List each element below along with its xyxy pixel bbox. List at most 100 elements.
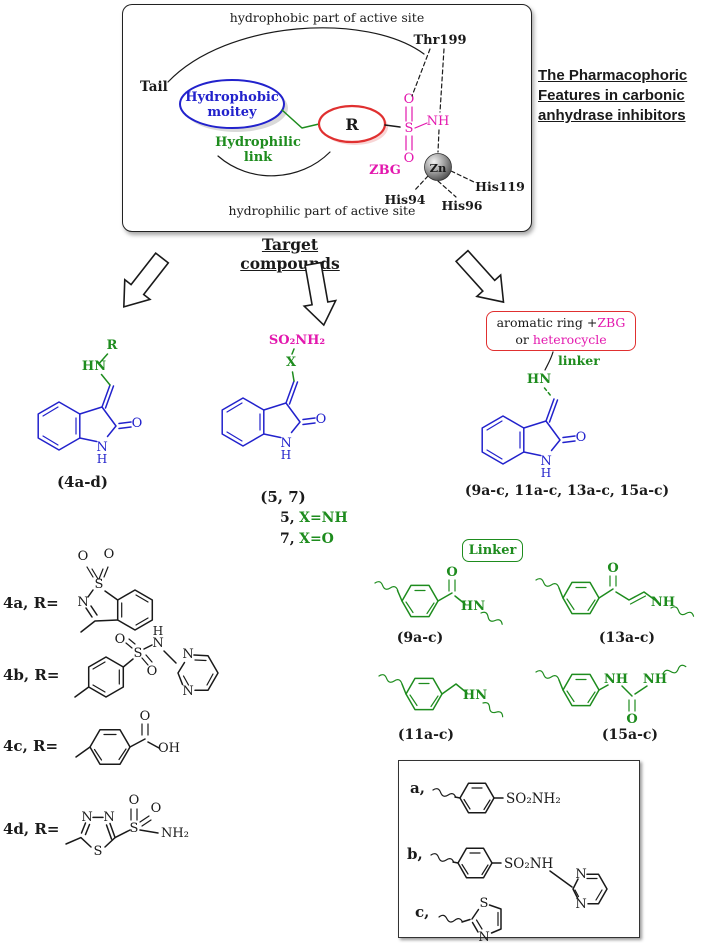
oxygen-label: O <box>626 712 637 727</box>
sulfur-label: S <box>94 844 103 859</box>
arrow-right <box>454 249 505 304</box>
arrow-left <box>122 251 170 308</box>
nitrogen-label: N <box>478 930 489 943</box>
hydrophilic-site-label: hydrophilic part of active site <box>229 203 416 218</box>
thr199-label: Thr199 <box>413 33 466 48</box>
hydrophobic-site-label: hydrophobic part of active site <box>230 10 424 25</box>
substituent-a-structure: SO₂NH₂ <box>432 782 561 814</box>
hn-label: HN <box>463 688 487 703</box>
enamine-bonds <box>99 353 111 386</box>
compound-57-structure: O N H X SO₂NH₂ <box>221 333 327 462</box>
hydrophilic-link-label-1: Hydrophilic <box>215 135 301 150</box>
linker-15-structure: NH O NH <box>535 664 687 727</box>
nitrogen-label: N <box>77 595 88 610</box>
rgroup-4b-label: 4b, R= <box>3 666 60 684</box>
r-group-symbol: R <box>345 115 359 134</box>
compound-5-x: X=NH <box>299 510 348 526</box>
x-linker-bonds <box>291 348 295 382</box>
nh-label: NH <box>643 672 667 687</box>
figure-title: The Pharmacophoric Features in carbonic … <box>538 66 708 126</box>
hn-label: HN <box>461 599 485 614</box>
nh2-label: NH₂ <box>161 826 189 841</box>
oxygen-label: O <box>78 549 89 564</box>
hydrogen-bond-dashes <box>411 48 475 198</box>
figure-title-line3: anhydrase inhibitors <box>538 107 686 124</box>
so2nh2-label: SO₂NH₂ <box>506 791 561 807</box>
his119-label: His119 <box>475 179 525 194</box>
arrow-middle <box>302 261 338 327</box>
linker-13-label: (13a-c) <box>598 630 656 646</box>
nitrogen-label: N <box>81 810 92 825</box>
toluic-acid-bonds <box>75 723 160 766</box>
linker-11-structure: HN <box>378 674 504 718</box>
compound-5-number: 5, <box>280 510 295 526</box>
box-line1-zbg: ZBG <box>597 315 626 330</box>
rgroup-4b-structure: S O O H N N N <box>74 624 219 699</box>
enone-linker-bonds <box>535 575 695 617</box>
oxygen-label: O <box>607 561 618 576</box>
compound-9-structure: linker HN O N H <box>481 351 600 480</box>
figure-title-line1: The Pharmacophoric <box>538 67 688 84</box>
sulfur-label: S <box>480 896 489 911</box>
oxygen-label: O <box>115 632 126 647</box>
oxygen-label: O <box>316 412 327 427</box>
oxygen-label: O <box>151 801 162 816</box>
nh-label: NH <box>651 595 675 610</box>
compound-4ad-label: (4a-d) <box>56 473 109 491</box>
methylamine-linker-bonds <box>378 674 504 718</box>
linker-connector-line <box>544 351 554 371</box>
thiadiazole-sulfonamide-bonds <box>65 808 159 848</box>
hydrogen-label: H <box>153 624 163 638</box>
linker-13-structure: O NH <box>535 561 695 617</box>
rgroup-4c-structure: O OH <box>75 709 180 766</box>
hydroxyl-label: OH <box>158 741 180 756</box>
rgroup-4c-label: 4c, R= <box>3 737 59 755</box>
thiazole-bonds <box>438 904 502 934</box>
tosyl-pyrimidine-bonds <box>74 638 219 698</box>
linker-heading-box: Linker <box>462 539 523 562</box>
oxygen-label: O <box>446 565 457 580</box>
hydrogen-label: H <box>97 452 107 466</box>
nitrogen-label: N <box>182 647 193 662</box>
nitrogen-label: N <box>182 684 193 699</box>
x-label: X <box>286 355 297 370</box>
his94-label: His94 <box>385 192 426 207</box>
nh-label: NH <box>604 672 628 687</box>
so2nh2-label: SO₂NH₂ <box>269 333 325 348</box>
his96-label: His96 <box>442 198 483 213</box>
linker-9-structure: O HN <box>374 565 503 625</box>
aromatic-zbg-box: aromatic ring +ZBG or heterocycle <box>486 311 636 351</box>
rgroup-4d-structure: S N N S O O NH₂ <box>65 793 189 859</box>
linker-9-label: (9a-c) <box>396 630 444 646</box>
urea-linker-bonds <box>535 664 687 712</box>
oxygen-label: O <box>129 793 140 808</box>
compound-7-number: 7, <box>280 531 295 547</box>
hn-dashed-bond <box>543 387 552 397</box>
linker-word: linker <box>558 353 600 368</box>
linker-15-label: (15a-c) <box>601 727 659 743</box>
zbg-label: ZBG <box>369 163 401 178</box>
r-group-ellipse <box>317 104 388 145</box>
oxindole-bonds <box>221 380 316 447</box>
compound-9-label: (9a-c, 11a-c, 13a-c, 15a-c) <box>464 483 670 499</box>
hydrophilic-link-bond <box>281 109 320 129</box>
hydrogen-label: H <box>541 466 551 480</box>
so2nh-label: SO₂NH <box>504 856 554 872</box>
substituent-b-label: b, <box>407 845 423 863</box>
compound-57-label: (5, 7) <box>260 488 306 506</box>
nitrogen-label: N <box>280 436 291 451</box>
oxygen-label: O <box>404 92 415 107</box>
r-label: R <box>107 338 118 353</box>
substituent-c-structure: S N <box>438 896 502 943</box>
compound-7-x: X=O <box>299 531 334 547</box>
substituent-b-structure: SO₂NH N N <box>430 847 608 912</box>
oxygen-label: O <box>140 709 151 724</box>
oxygen-label: O <box>104 547 115 562</box>
hn-label: HN <box>82 359 106 374</box>
nitrogen-label: N <box>152 636 163 651</box>
oxindole-bonds <box>481 398 576 465</box>
rgroup-4d-label: 4d, R= <box>3 820 60 838</box>
linker-11-label: (11a-c) <box>397 727 455 743</box>
zinc-label: Zn <box>430 161 447 175</box>
